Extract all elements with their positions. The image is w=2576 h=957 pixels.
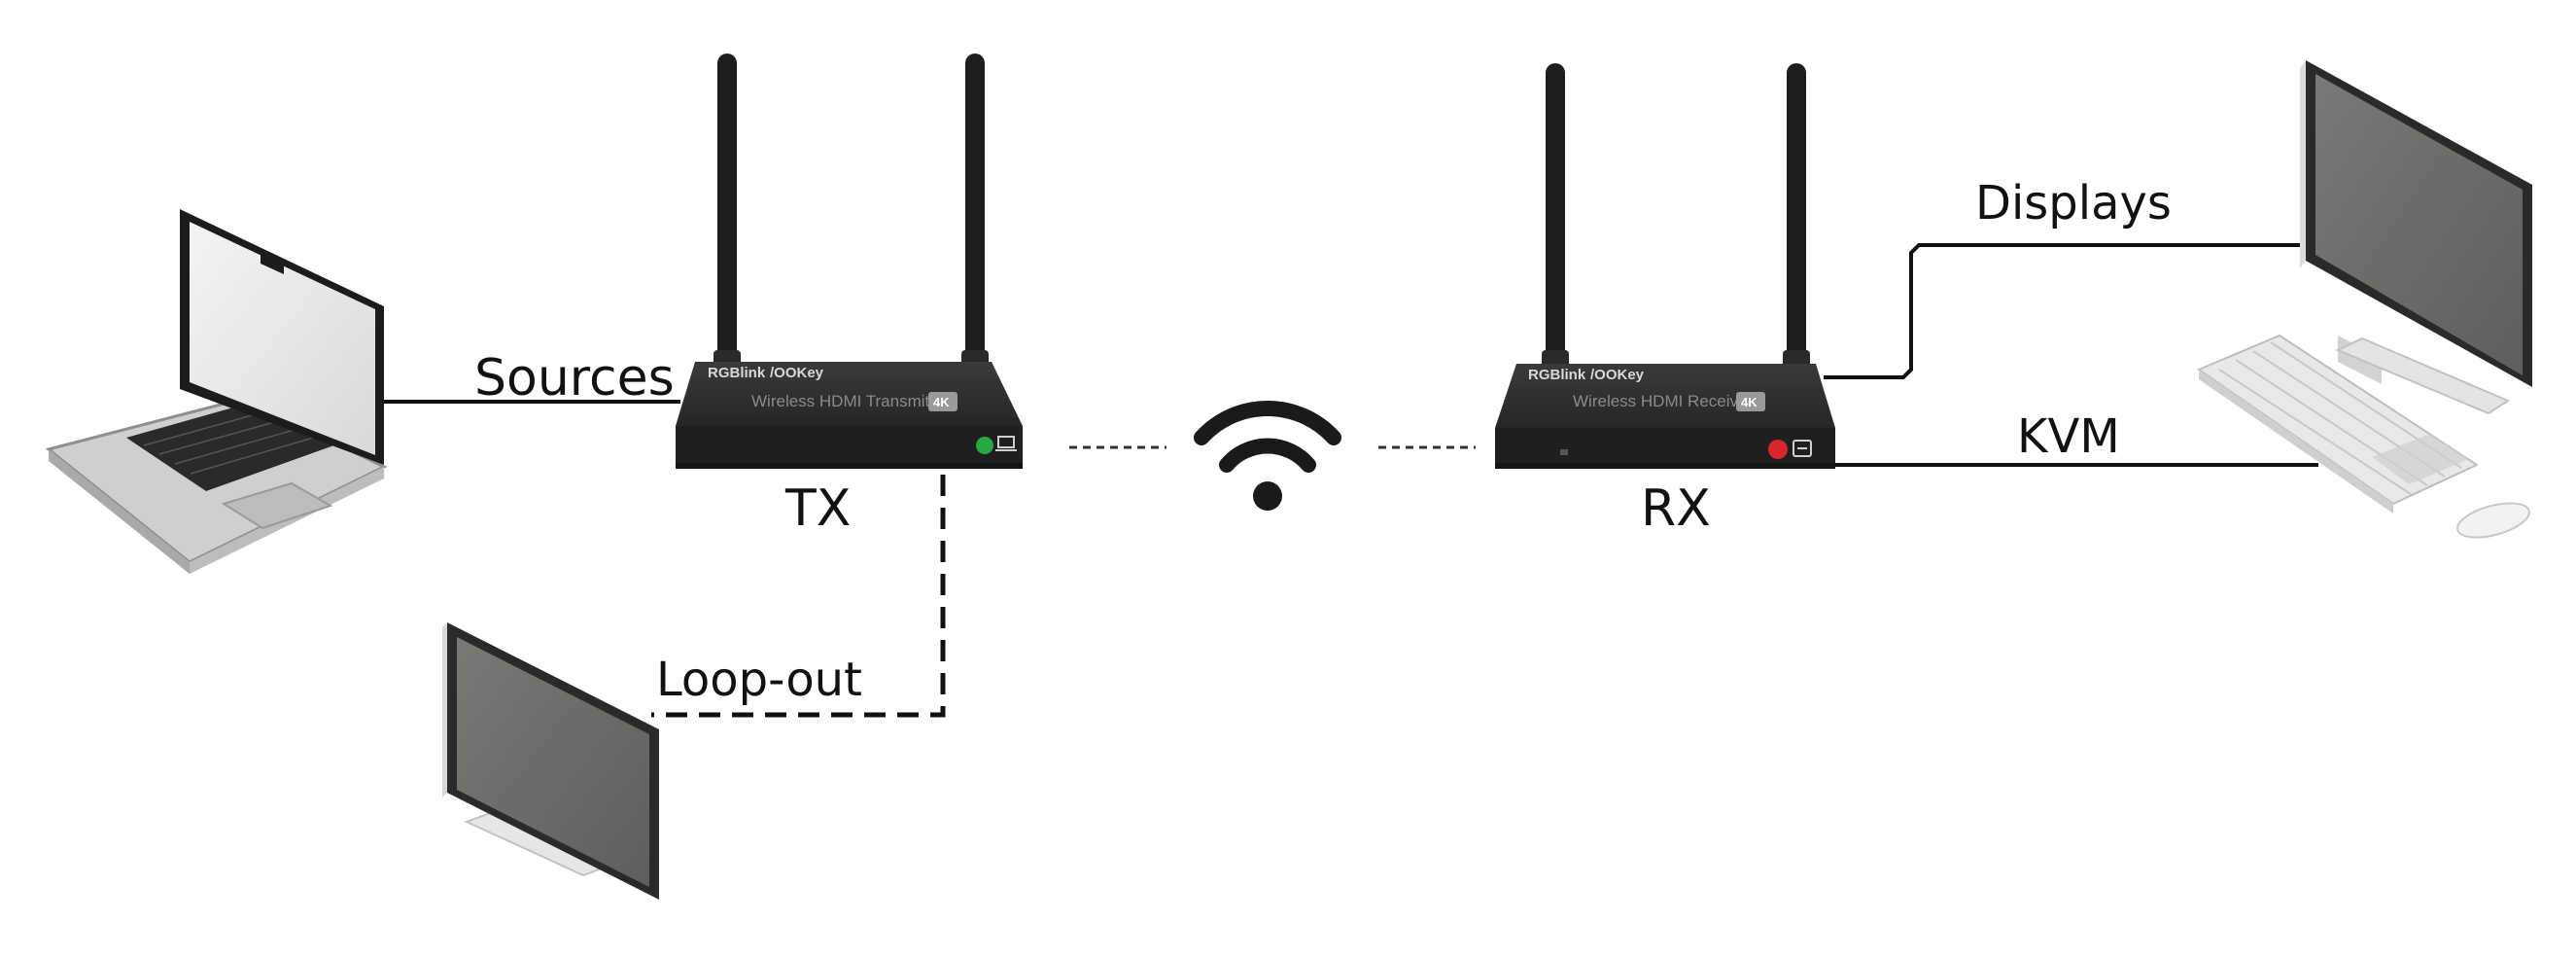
monitor-icon (442, 622, 659, 900)
rx-brand: RGBlink (1528, 367, 1586, 383)
displays-link (1824, 243, 2302, 379)
tx-label: TX (784, 479, 851, 538)
rx-resolution-badge: 4K (1741, 395, 1758, 409)
receiver-device: RGBlink /OOKey Wireless HDMI Receiver 4K (1495, 63, 1835, 469)
rx-model-text: Wireless HDMI Receiver (1573, 392, 1753, 410)
tx-model-text: Wireless HDMI Transmitter (751, 392, 949, 410)
tx-antenna-right (961, 53, 989, 379)
rx-label: RX (1641, 479, 1711, 538)
tx-brand: RGBlink (708, 365, 766, 381)
laptop-icon (45, 209, 388, 574)
rx-antenna-left (1542, 63, 1569, 379)
transmitter-device: RGBlink /OOKey Wireless HDMI Transmitter… (676, 53, 1023, 469)
displays-label: Displays (1975, 176, 2172, 230)
keyboard-icon (2196, 334, 2480, 514)
tx-antenna-left (714, 53, 741, 379)
rx-status-led (1768, 440, 1788, 459)
wifi-icon (1194, 400, 1341, 511)
rx-front-button (1560, 449, 1568, 455)
tx-front-laptop-icon (995, 436, 1017, 451)
loop-out-link (651, 475, 946, 718)
sources-label: Sources (474, 349, 675, 408)
tx-status-led (976, 437, 993, 454)
mouse-icon (2456, 502, 2530, 539)
loop-out-label: Loop-out (656, 653, 862, 707)
desktop-monitor-icon (2300, 60, 2532, 415)
tx-sub-brand: /OOKey (770, 365, 824, 381)
kvm-label: KVM (2017, 409, 2120, 464)
rx-sub-brand: /OOKey (1590, 367, 1645, 383)
rx-antenna-right (1783, 63, 1810, 379)
tx-resolution-badge: 4K (933, 395, 950, 409)
rx-front-kvm-icon (1793, 440, 1812, 457)
